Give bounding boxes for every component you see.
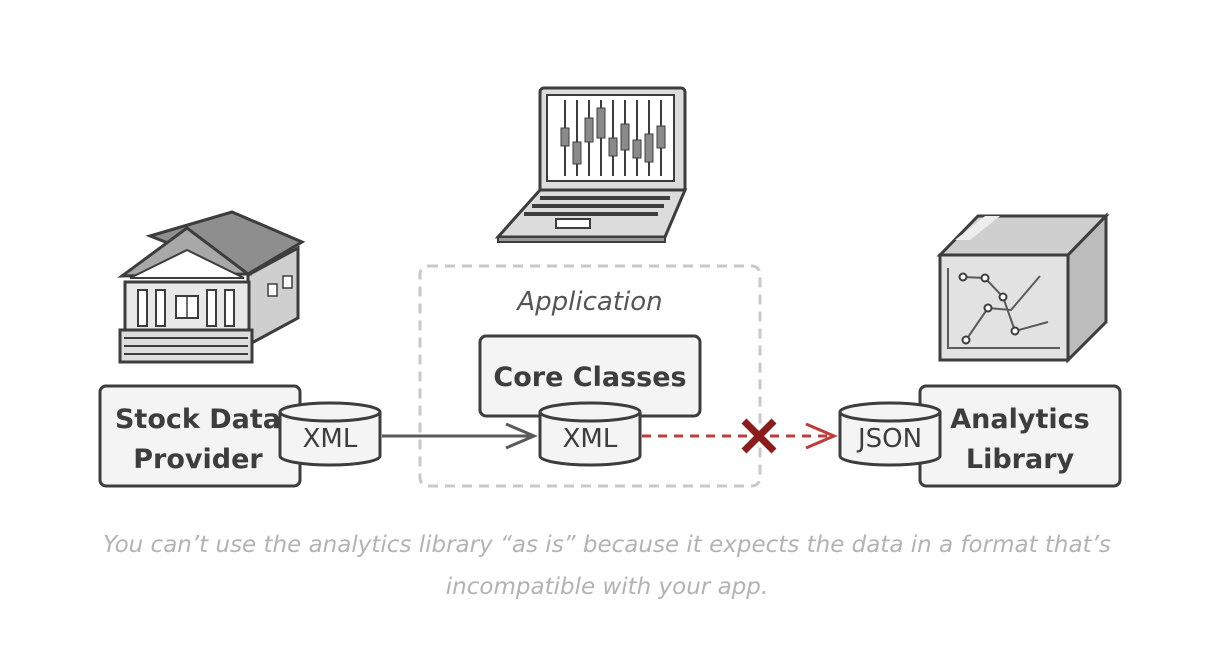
diagram-caption: You can’t use the analytics library “as … <box>103 532 1111 600</box>
stock-provider-label-line1: Stock Data <box>115 404 281 435</box>
core-classes-xml-db-icon: XML <box>538 401 642 467</box>
analytics-library-json-db-icon: JSON <box>838 401 942 467</box>
package-box-icon <box>936 212 1110 364</box>
stock-provider-xml-db-icon: XML <box>278 401 382 467</box>
core-classes-format: XML <box>563 424 618 454</box>
analytics-library-label-line1: Analytics <box>950 404 1089 435</box>
analytics-library-format: JSON <box>856 424 922 454</box>
core-classes-label: Core Classes <box>493 362 686 393</box>
core-classes-node: Core Classes <box>478 334 702 418</box>
application-boundary <box>418 264 762 488</box>
incompatible-flow-arrow <box>642 422 838 450</box>
analytics-library-label-line2: Library <box>966 444 1075 475</box>
analytics-library-node: Analytics Library <box>918 384 1122 488</box>
incompatible-cross-icon <box>741 418 777 454</box>
xml-flow-arrow <box>382 422 538 450</box>
bank-building-icon <box>117 210 306 364</box>
laptop-icon <box>494 86 688 243</box>
stock-data-provider-node: Stock Data Provider <box>98 384 302 488</box>
stock-provider-label-line2: Provider <box>133 444 263 475</box>
application-label: Application <box>515 287 662 317</box>
stock-provider-format: XML <box>303 424 358 454</box>
